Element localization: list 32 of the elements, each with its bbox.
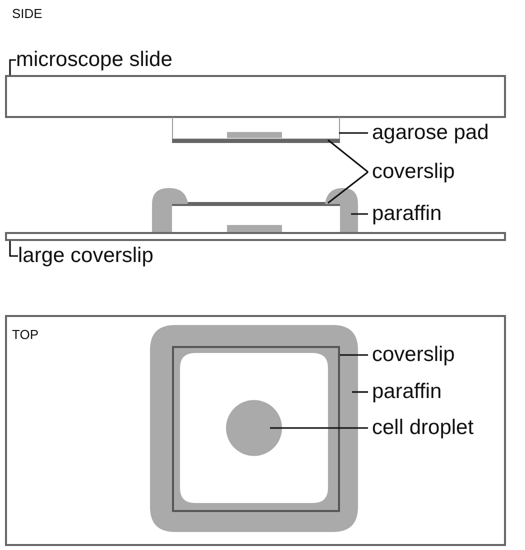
agarose-pad	[172, 117, 340, 140]
leader-line	[328, 171, 368, 204]
leader-line	[339, 132, 368, 134]
leader-line	[352, 391, 368, 393]
part-label: coverslip	[372, 160, 455, 184]
microscope-slide	[5, 75, 506, 118]
paraffin-blob	[152, 188, 188, 232]
cell-droplet	[226, 400, 282, 456]
paraffin-blob	[325, 188, 358, 232]
leader-line	[270, 427, 368, 429]
part-label: paraffin	[372, 202, 442, 226]
part-label: paraffin	[372, 380, 442, 404]
coverslip-outline	[172, 346, 340, 512]
slide-outline	[5, 315, 506, 546]
cell-patch	[227, 132, 282, 138]
leader-line	[340, 354, 368, 356]
coverslip-bar	[172, 139, 340, 143]
cell-patch	[227, 225, 282, 232]
leader-line	[351, 213, 368, 215]
view-title: SIDE	[12, 6, 42, 22]
coverslip-bar	[172, 202, 340, 206]
part-label: agarose pad	[372, 121, 489, 145]
part-label: large coverslip	[18, 244, 154, 268]
leader-line	[9, 241, 18, 257]
part-label: microscope slide	[16, 48, 172, 72]
large-coverslip	[5, 232, 506, 241]
part-label: cell droplet	[372, 416, 474, 440]
leader-line	[9, 59, 16, 75]
paraffin-ring	[150, 325, 358, 532]
leader-line	[328, 139, 368, 173]
view-title: TOP	[12, 327, 38, 343]
part-label: coverslip	[372, 343, 455, 367]
